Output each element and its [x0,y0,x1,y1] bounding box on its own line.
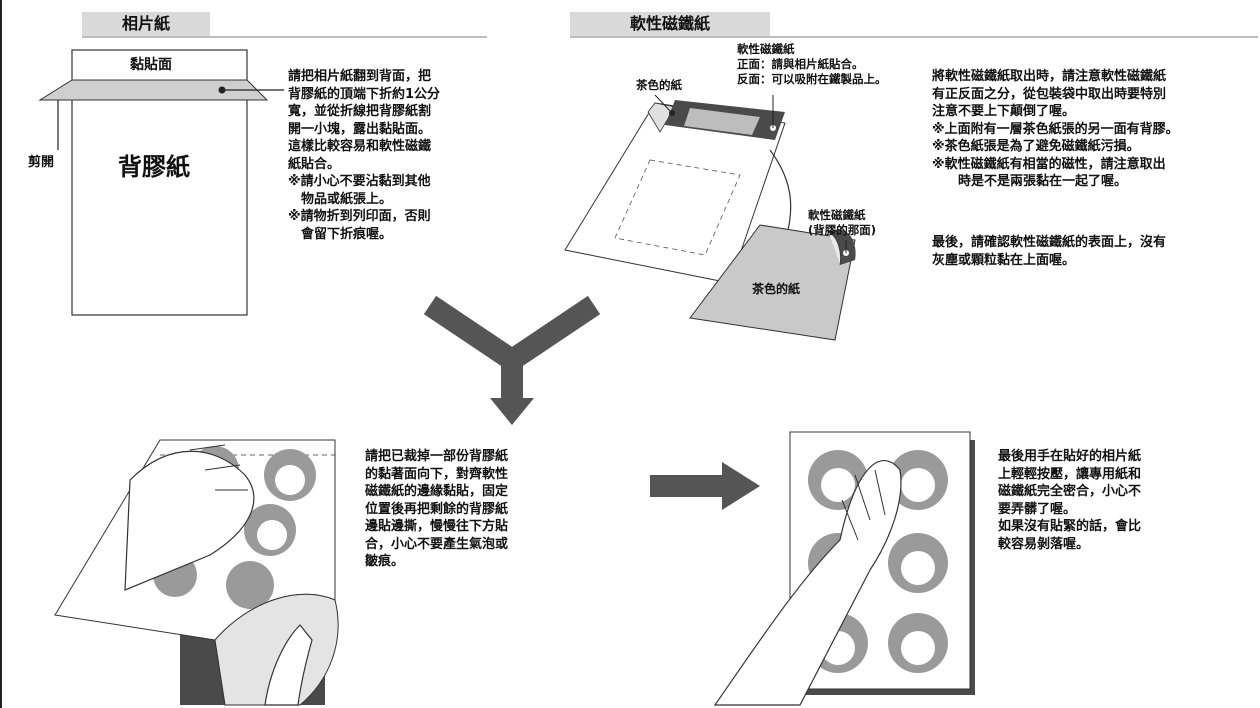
hand-top-icon [124,450,255,591]
brown-paper-label: 茶色的紙 [752,282,801,296]
brown-strip [684,108,760,135]
page-left-border [0,0,2,708]
photo-paper-instructions: 請把相片紙翻到背面，把 背膠紙的頂端下折約1公分 寬，並從折線把背膠紙割 開一小… [288,69,441,242]
sticky-side-label: 黏貼面 [130,57,172,73]
backing-paper-label: 背膠紙 [118,153,190,181]
peeling-backing [214,593,339,706]
section-photo-title: 相片紙 [82,12,210,36]
align-step-instructions: 請把已裁掉一部份背膠紙 的黏著面向下，對齊軟性 磁鐵紙的邊緣黏貼，固定 位置後再… [365,449,509,569]
magnet-instructions: 將軟性磁鐵紙取出時，請注意軟性磁鐵紙 有正反面之分，從包裝袋中取出時要特別 注意… [932,69,1179,189]
cut-area-dashed [614,159,741,256]
magnet-sheet-diagram [564,94,856,341]
section-magnet-rule [570,36,1258,38]
step-align-illustration [54,439,339,706]
cut-label: 剪開 [28,155,55,170]
step-press-illustration [713,431,975,706]
next-arrow-icon [650,462,760,510]
press-step-instructions: 最後用手在貼好的相片紙 上輕輕按壓，讓專用紙和 磁鐵紙完全密合，小心不 要弄髒了… [998,449,1142,552]
merge-arrow-icon [423,295,601,425]
hand-bottom-icon [264,624,313,706]
brown-paper-top-label: 茶色的紙 [636,78,682,92]
folded-backing-strip [38,79,269,101]
magnet-back-label: 軟性磁鐵紙 (背膠的那面) [808,208,877,237]
magnet-final-note: 最後，請確認軟性磁鐵紙的表面上，沒有 灰塵或顆粒黏在上面喔。 [932,235,1167,268]
section-magnet-title: 軟性磁鐵紙 [570,12,770,36]
photo-paper-diagram [38,49,284,316]
brown-paper-sheet [689,224,856,341]
pressing-hand-icon [713,459,902,706]
magnet-sides-label: 軟性磁鐵紙 正面：請與相片紙貼合。 反面：可以吸附在鐵製品上。 [737,42,887,86]
section-photo-rule [82,36,487,38]
